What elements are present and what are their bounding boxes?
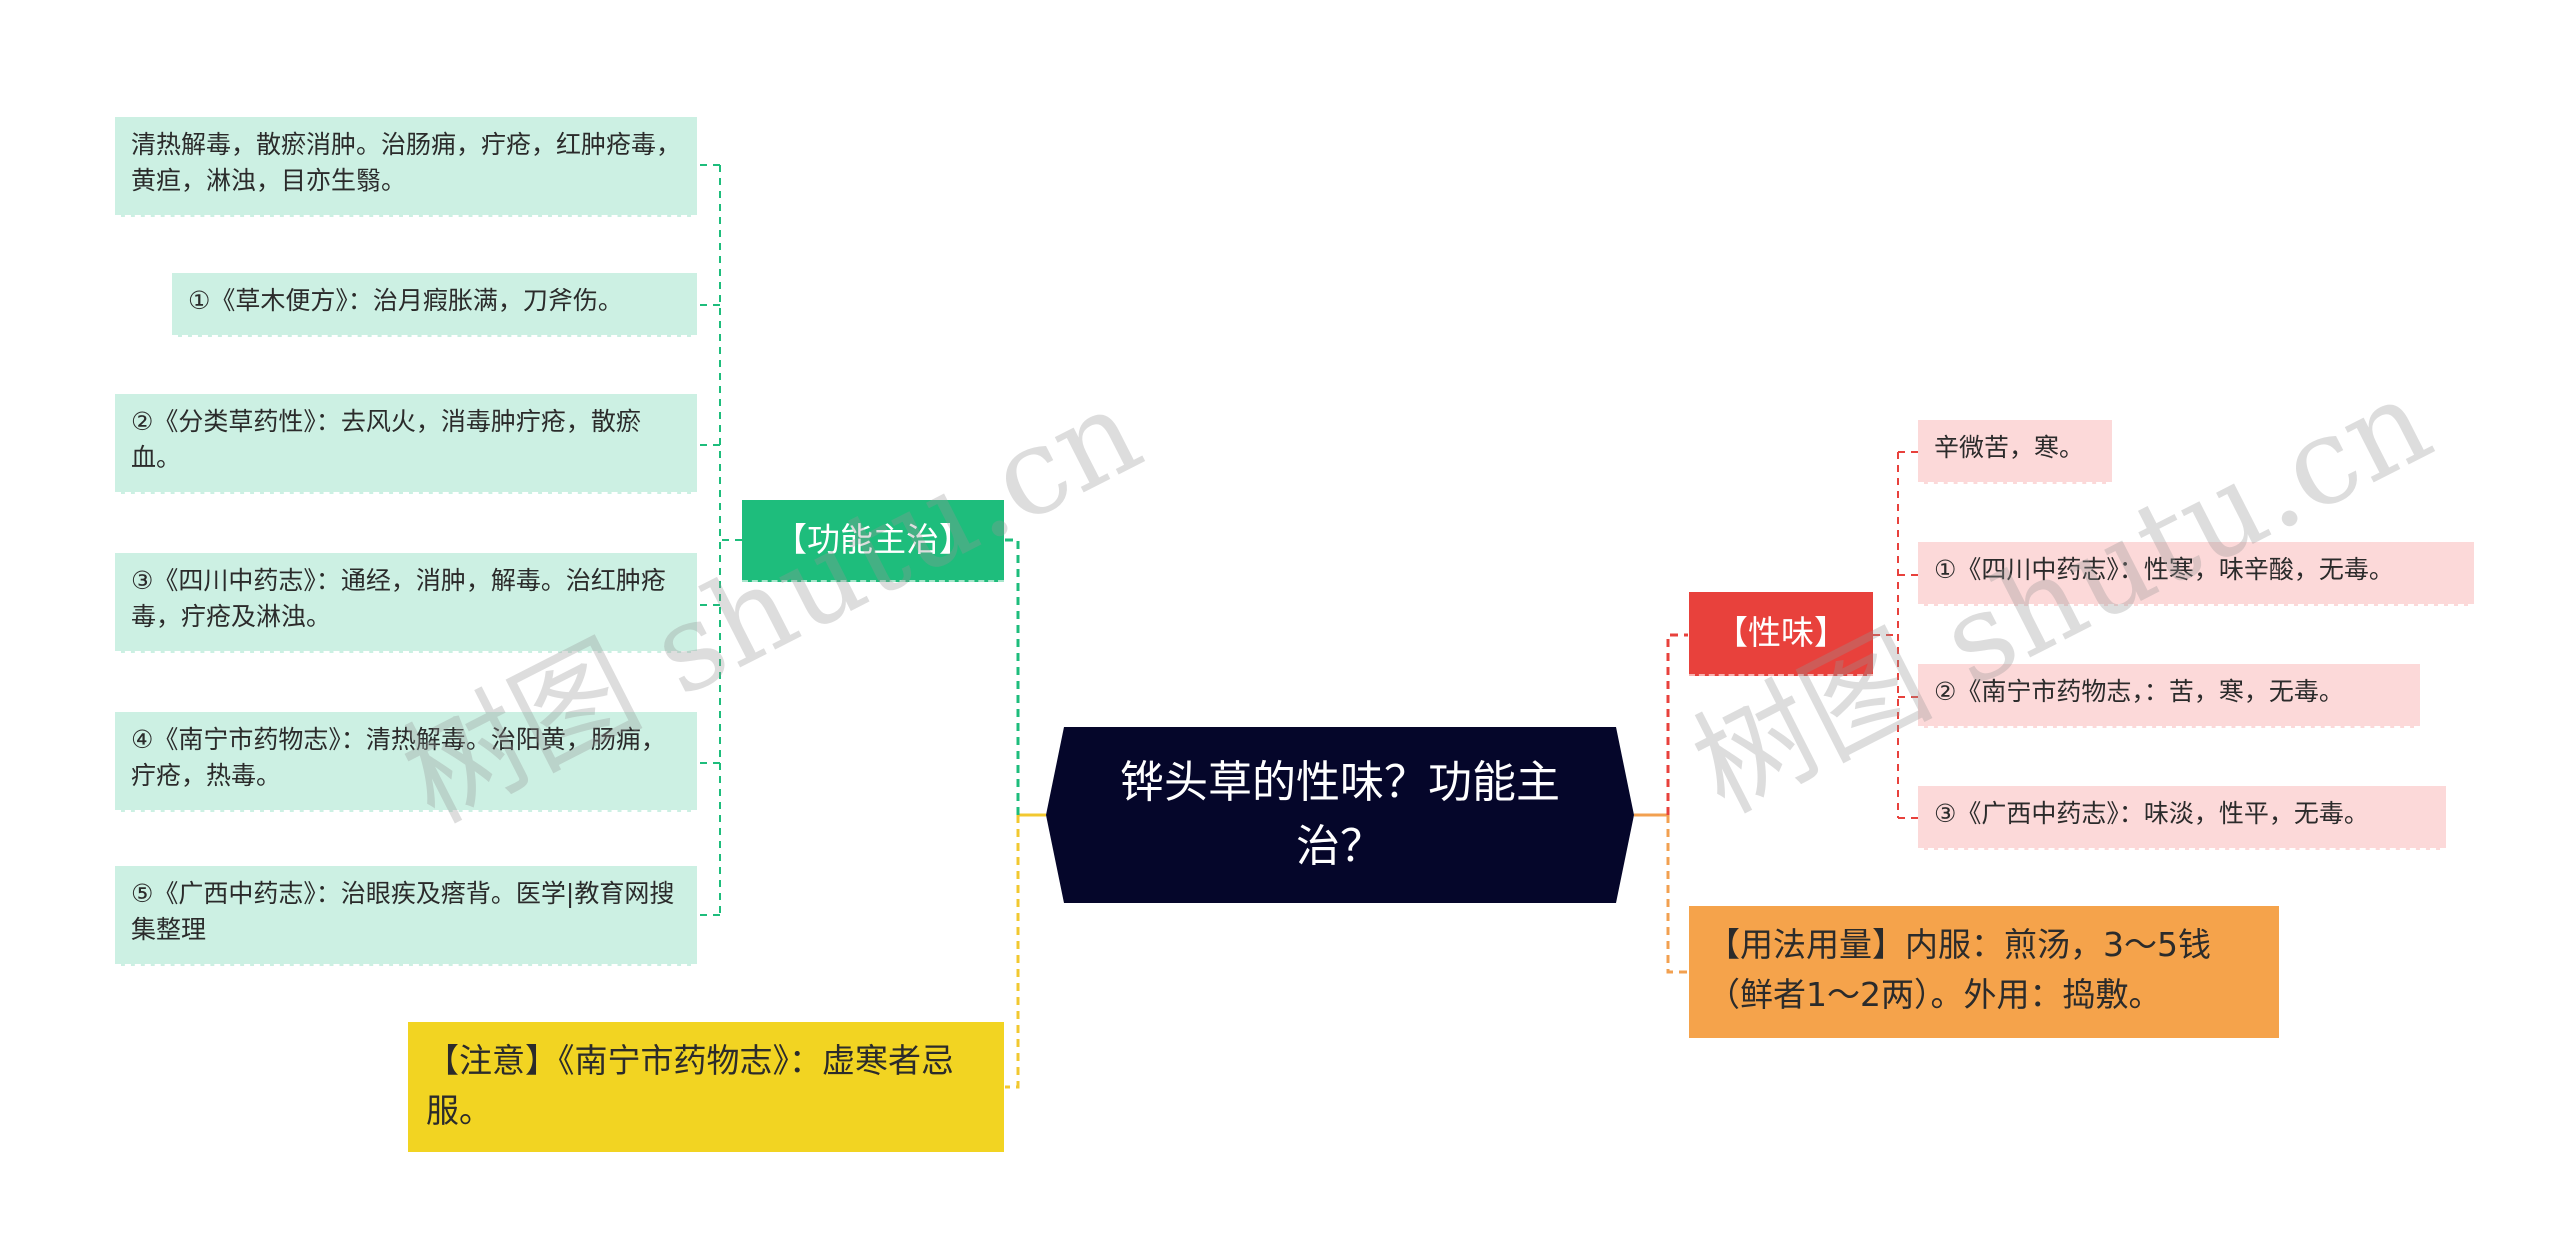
- functions-item-2[interactable]: ②《分类草药性》：去风火，消毒肿疔疮，散瘀血。: [115, 394, 697, 494]
- nature-item-text: ②《南宁市药物志，：苦，寒，无毒。: [1934, 677, 2344, 706]
- functions-item-3[interactable]: ③《四川中药志》：通经，消肿，解毒。治红肿疮毒，疔疮及淋浊。: [115, 553, 697, 653]
- functions-item-4[interactable]: ④《南宁市药物志》：清热解毒。治阳黄，肠痈，疔疮，热毒。: [115, 712, 697, 812]
- nature-item-0[interactable]: 辛微苦，寒。: [1918, 420, 2112, 484]
- functions-item-1[interactable]: ①《草木便方》：治月瘕胀满，刀斧伤。: [172, 273, 697, 337]
- caution-node[interactable]: 【注意】《南宁市药物志》：虚寒者忌服。: [408, 1022, 1004, 1152]
- functions-item-text: ③《四川中药志》：通经，消肿，解毒。治红肿疮毒，疔疮及淋浊。: [131, 566, 666, 632]
- functions-item-text: 清热解毒，散瘀消肿。治肠痈，疔疮，红肿疮毒，黄疸，淋浊，目亦生翳。: [131, 130, 682, 196]
- root-shape: [1046, 727, 1634, 903]
- usage-text: 【用法用量】内服：煎汤，3～5钱（鲜者1～2两）。外用：捣敷。: [1707, 925, 2211, 1014]
- branch-nature-label: 【性味】: [1715, 613, 1847, 653]
- nature-item-2[interactable]: ②《南宁市药物志，：苦，寒，无毒。: [1918, 664, 2420, 728]
- root-title: 铧头草的性味？功能主治？: [1120, 757, 1560, 872]
- nature-item-3[interactable]: ③《广西中药志》：味淡，性平，无毒。: [1918, 786, 2446, 850]
- functions-item-text: ①《草木便方》：治月瘕胀满，刀斧伤。: [188, 286, 623, 315]
- functions-item-0[interactable]: 清热解毒，散瘀消肿。治肠痈，疔疮，红肿疮毒，黄疸，淋浊，目亦生翳。: [115, 117, 697, 217]
- branch-functions-label: 【功能主治】: [774, 520, 972, 560]
- nature-item-1[interactable]: ①《四川中药志》：性寒，味辛酸，无毒。: [1918, 542, 2474, 606]
- functions-item-text: ⑤《广西中药志》：治眼疾及瘩背。医学|教育网搜集整理: [131, 879, 675, 945]
- caution-text: 【注意】《南宁市药物志》：虚寒者忌服。: [426, 1041, 954, 1130]
- nature-item-text: 辛微苦，寒。: [1934, 433, 2085, 462]
- branch-functions[interactable]: 【功能主治】: [742, 500, 1004, 582]
- root-topic[interactable]: 铧头草的性味？功能主治？: [1046, 727, 1634, 903]
- usage-node[interactable]: 【用法用量】内服：煎汤，3～5钱（鲜者1～2两）。外用：捣敷。: [1689, 906, 2279, 1038]
- branch-nature[interactable]: 【性味】: [1689, 592, 1873, 676]
- nature-item-text: ①《四川中药志》：性寒，味辛酸，无毒。: [1934, 555, 2394, 584]
- functions-item-text: ④《南宁市药物志》：清热解毒。治阳黄，肠痈，疔疮，热毒。: [131, 725, 666, 791]
- nature-item-text: ③《广西中药志》：味淡，性平，无毒。: [1934, 799, 2369, 828]
- functions-item-text: ②《分类草药性》：去风火，消毒肿疔疮，散瘀血。: [131, 407, 641, 473]
- functions-item-5[interactable]: ⑤《广西中药志》：治眼疾及瘩背。医学|教育网搜集整理: [115, 866, 697, 966]
